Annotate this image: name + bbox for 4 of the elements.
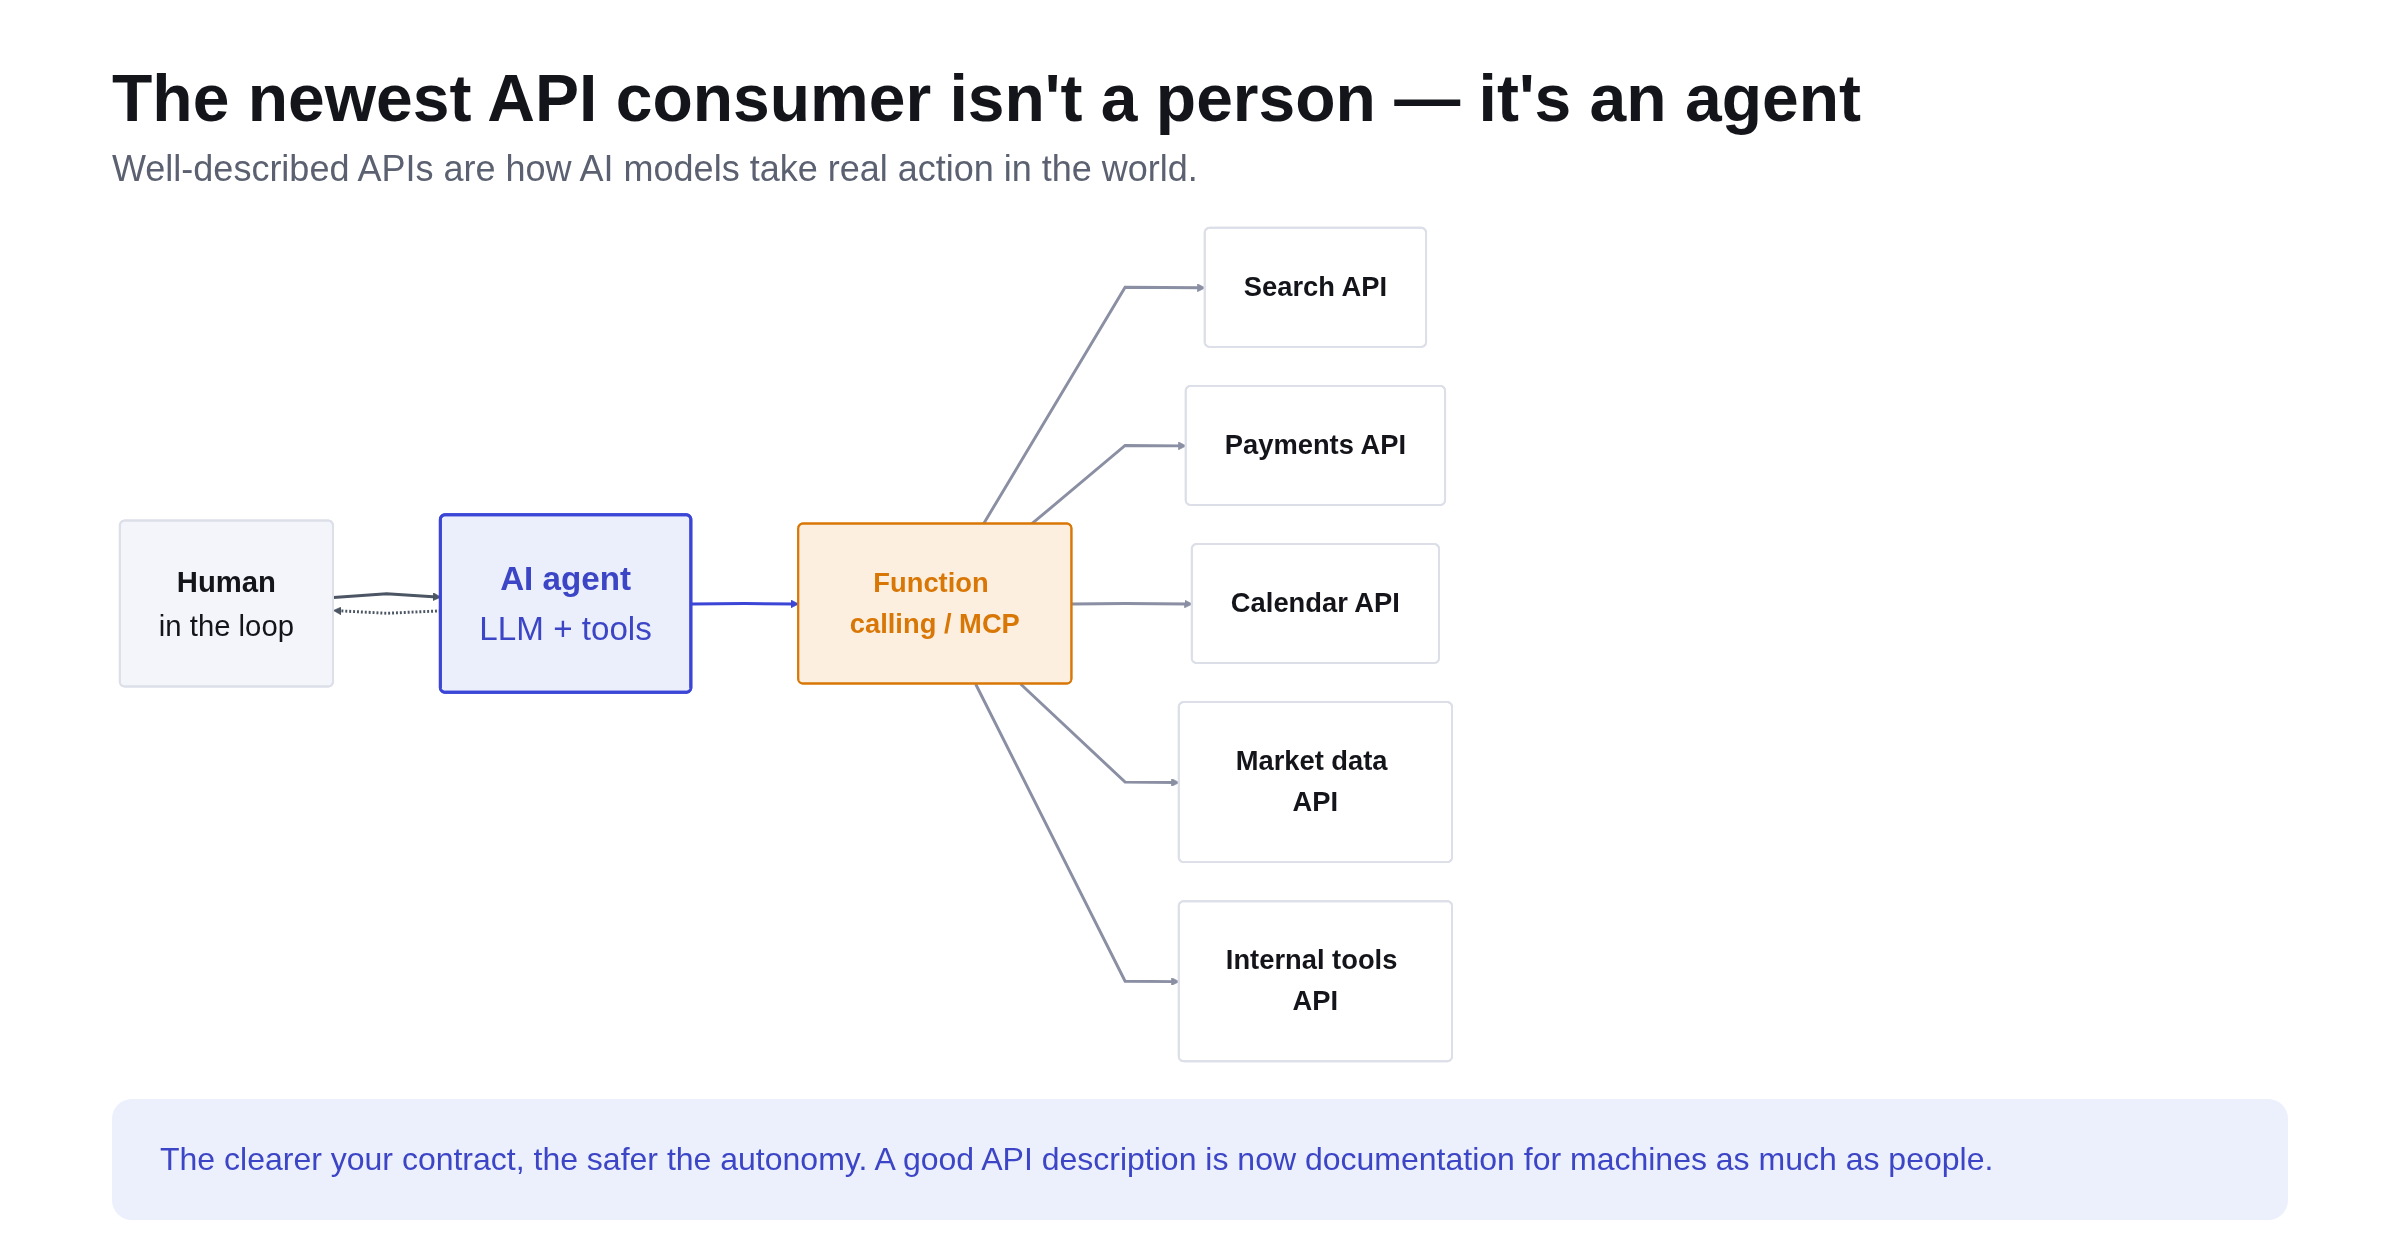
node-text: Calendar API xyxy=(1230,587,1400,619)
title: The newest API consumer isn't a person — it's an agent xyxy=(112,60,1862,136)
subtitle: Well-described APIs are how AI models take real action in the world. xyxy=(112,148,1199,190)
note-panel: The clearer your contract, the safer the autonomy. A good API description is now documentation for machines as much as people. xyxy=(112,1099,2288,1220)
